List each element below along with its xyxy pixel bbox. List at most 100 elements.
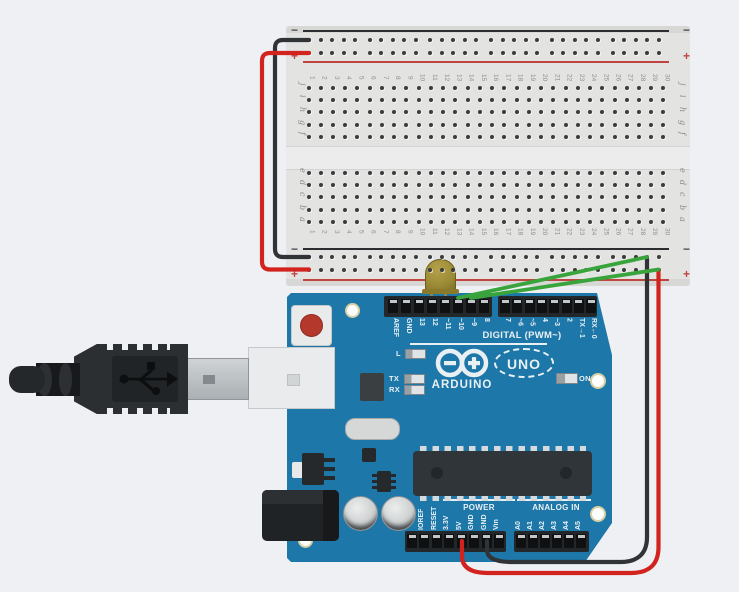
breadboard-hole[interactable]	[355, 86, 360, 90]
breadboard-hole[interactable]	[355, 110, 360, 114]
breadboard-hole[interactable]	[462, 268, 467, 272]
breadboard-hole[interactable]	[428, 220, 433, 224]
breadboard-hole[interactable]	[465, 98, 470, 102]
breadboard-hole[interactable]	[367, 135, 372, 139]
breadboard-hole[interactable]	[661, 208, 666, 212]
pin-socket[interactable]	[414, 299, 424, 313]
breadboard-hole[interactable]	[624, 171, 629, 175]
breadboard-hole[interactable]	[512, 38, 517, 42]
breadboard-hole[interactable]	[404, 171, 409, 175]
breadboard-hole[interactable]	[624, 110, 629, 114]
breadboard-hole[interactable]	[561, 38, 566, 42]
breadboard-hole[interactable]	[306, 183, 311, 187]
breadboard-hole[interactable]	[428, 86, 433, 90]
breadboard-hole[interactable]	[561, 51, 566, 55]
breadboard-hole[interactable]	[416, 135, 421, 139]
breadboard-hole[interactable]	[318, 86, 323, 90]
breadboard-hole[interactable]	[502, 86, 507, 90]
breadboard-hole[interactable]	[474, 51, 479, 55]
breadboard-hole[interactable]	[439, 268, 444, 272]
usb-plug-shell[interactable]	[186, 358, 249, 400]
breadboard-hole[interactable]	[330, 123, 335, 127]
breadboard-hole[interactable]	[318, 135, 323, 139]
breadboard-hole[interactable]	[477, 195, 482, 199]
breadboard-hole[interactable]	[416, 171, 421, 175]
pin-socket[interactable]	[427, 299, 437, 313]
breadboard-hole[interactable]	[465, 195, 470, 199]
breadboard-hole[interactable]	[330, 110, 335, 114]
breadboard-hole[interactable]	[588, 183, 593, 187]
breadboard-hole[interactable]	[595, 51, 600, 55]
breadboard-hole[interactable]	[595, 38, 600, 42]
breadboard-hole[interactable]	[526, 208, 531, 212]
breadboard-hole[interactable]	[563, 135, 568, 139]
breadboard-hole[interactable]	[465, 86, 470, 90]
breadboard-hole[interactable]	[563, 98, 568, 102]
breadboard-hole[interactable]	[355, 183, 360, 187]
breadboard-hole[interactable]	[392, 208, 397, 212]
breadboard-hole[interactable]	[656, 268, 661, 272]
breadboard-hole[interactable]	[379, 86, 384, 90]
breadboard-hole[interactable]	[502, 220, 507, 224]
breadboard-hole[interactable]	[490, 86, 495, 90]
breadboard-hole[interactable]	[330, 220, 335, 224]
breadboard-hole[interactable]	[379, 208, 384, 212]
breadboard-hole[interactable]	[416, 208, 421, 212]
breadboard-hole[interactable]	[367, 255, 372, 259]
breadboard-hole[interactable]	[428, 135, 433, 139]
breadboard-hole[interactable]	[551, 171, 556, 175]
breadboard-hole[interactable]	[392, 220, 397, 224]
breadboard-hole[interactable]	[512, 51, 517, 55]
breadboard-hole[interactable]	[563, 220, 568, 224]
breadboard-hole[interactable]	[612, 86, 617, 90]
breadboard-hole[interactable]	[477, 183, 482, 187]
breadboard-hole[interactable]	[477, 171, 482, 175]
breadboard-hole[interactable]	[549, 38, 554, 42]
breadboard-hole[interactable]	[392, 123, 397, 127]
breadboard-hole[interactable]	[600, 171, 605, 175]
breadboard-hole[interactable]	[633, 38, 638, 42]
breadboard-hole[interactable]	[367, 38, 372, 42]
breadboard-hole[interactable]	[535, 38, 540, 42]
breadboard-hole[interactable]	[453, 135, 458, 139]
breadboard-hole[interactable]	[465, 220, 470, 224]
breadboard-hole[interactable]	[624, 98, 629, 102]
breadboard-hole[interactable]	[330, 255, 334, 259]
breadboard-hole[interactable]	[649, 195, 654, 199]
breadboard-hole[interactable]	[441, 86, 446, 90]
breadboard-hole[interactable]	[636, 98, 641, 102]
breadboard-hole[interactable]	[502, 208, 507, 212]
breadboard-hole[interactable]	[526, 123, 531, 127]
breadboard-hole[interactable]	[306, 135, 311, 139]
breadboard-hole[interactable]	[367, 268, 372, 272]
breadboard-hole[interactable]	[441, 123, 446, 127]
breadboard-hole[interactable]	[612, 220, 617, 224]
breadboard-hole[interactable]	[575, 123, 580, 127]
breadboard-hole[interactable]	[379, 255, 384, 259]
breadboard-hole[interactable]	[306, 110, 311, 114]
breadboard-hole[interactable]	[661, 183, 666, 187]
breadboard-hole[interactable]	[514, 208, 519, 212]
breadboard-hole[interactable]	[489, 38, 494, 42]
breadboard-hole[interactable]	[392, 195, 397, 199]
breadboard-hole[interactable]	[343, 98, 348, 102]
breadboard-hole[interactable]	[514, 171, 519, 175]
breadboard-hole[interactable]	[539, 220, 544, 224]
breadboard-hole[interactable]	[649, 171, 654, 175]
breadboard-hole[interactable]	[379, 220, 384, 224]
breadboard-hole[interactable]	[453, 195, 458, 199]
pin-socket[interactable]	[440, 299, 450, 313]
breadboard-hole[interactable]	[539, 110, 544, 114]
breadboard-hole[interactable]	[523, 38, 528, 42]
breadboard-hole[interactable]	[600, 123, 605, 127]
breadboard-hole[interactable]	[612, 195, 617, 199]
breadboard-hole[interactable]	[514, 183, 519, 187]
breadboard-hole[interactable]	[636, 195, 641, 199]
breadboard-hole[interactable]	[490, 98, 495, 102]
breadboard-hole[interactable]	[500, 268, 505, 272]
breadboard-hole[interactable]	[404, 110, 409, 114]
breadboard-hole[interactable]	[428, 51, 433, 55]
breadboard-hole[interactable]	[330, 38, 334, 42]
breadboard-hole[interactable]	[477, 86, 482, 90]
breadboard-hole[interactable]	[588, 171, 593, 175]
